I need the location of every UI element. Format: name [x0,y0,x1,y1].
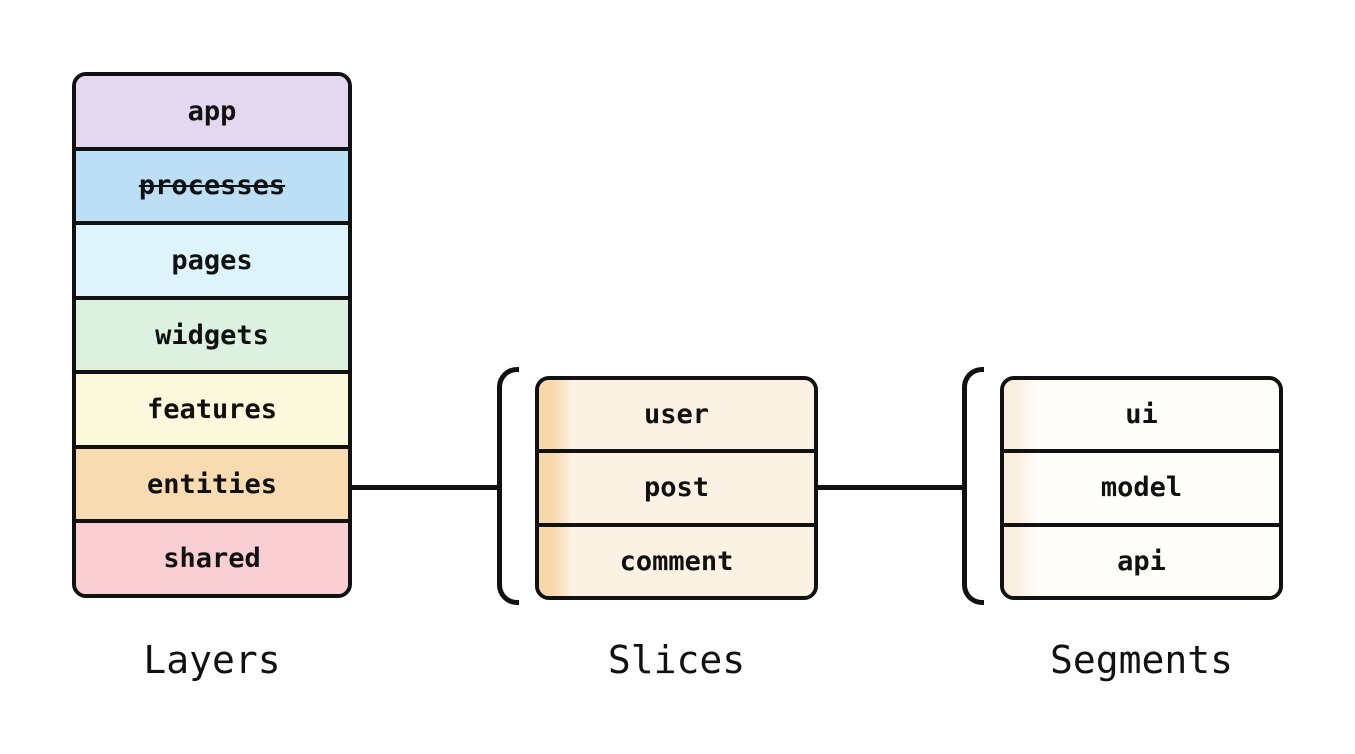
segment-row-api: api [1004,522,1279,596]
layer-label-app: app [187,95,237,127]
layer-row-features: features [76,370,348,445]
segment-row-model: model [1004,449,1279,523]
layers-caption: Layers [143,638,281,682]
layer-label-pages: pages [171,244,253,276]
slices-caption: Slices [607,638,746,682]
segment-label-ui: ui [1125,399,1158,431]
slice-label-post: post [643,472,710,504]
layer-row-widgets: widgets [76,295,348,371]
segment-label-model: model [1100,472,1183,504]
slice-row-post: post [539,449,814,523]
segments-bracket [962,367,984,605]
slice-label-comment: comment [619,545,734,577]
segment-label-api: api [1117,545,1166,577]
slice-row-user: user [539,380,814,450]
connector-slices-segments [816,485,965,490]
layers-box: app processes pages widgets features ent… [72,72,352,598]
slice-label-user: user [643,399,710,431]
layer-label-processes: processes [138,170,286,202]
layer-row-shared: shared [76,519,348,594]
layer-label-features: features [146,394,278,426]
segment-row-ui: ui [1004,380,1279,450]
layer-row-processes: processes [76,146,348,222]
connector-layers-slices [350,485,500,490]
layer-label-shared: shared [163,543,261,575]
layer-label-entities: entities [146,468,278,500]
segments-box: ui model api [1000,376,1283,600]
layer-row-pages: pages [76,221,348,296]
layer-row-app: app [76,76,348,147]
slice-row-comment: comment [539,522,814,596]
layer-row-entities: entities [76,444,348,520]
layer-label-widgets: widgets [155,319,269,351]
segments-caption: Segments [1049,638,1234,682]
slices-bracket [497,367,519,605]
slices-box: user post comment [535,376,818,600]
